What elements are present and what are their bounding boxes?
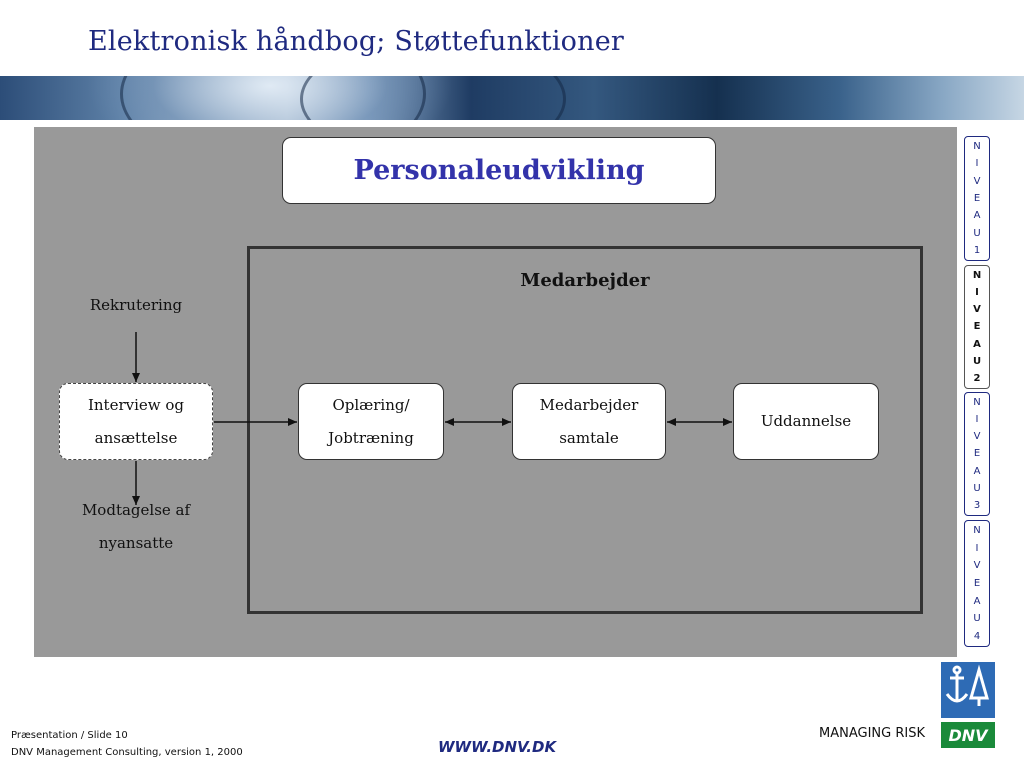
level-tab-letter: N (973, 141, 980, 152)
slide-info: Præsentation / Slide 10 (11, 730, 128, 741)
level-tab-letter: I (975, 287, 979, 298)
version-info: DNV Management Consulting, version 1, 20… (11, 747, 243, 758)
dnv-logo: DNV (941, 722, 995, 748)
website-link[interactable]: WWW.DNV.DK (438, 738, 556, 756)
level-tab-letter: A (974, 596, 981, 607)
level-tab-letter: 2 (974, 373, 981, 384)
level-tab-letter: U (973, 356, 981, 367)
level-tab-letter: N (973, 270, 981, 281)
level-tab-letter: A (974, 210, 981, 221)
level-tab-letter: I (976, 158, 979, 169)
level-tab-letter: I (976, 543, 979, 554)
level-tab-letter: N (973, 525, 980, 536)
managing-risk-tagline: MANAGING RISK (819, 726, 925, 741)
level-tab-letter: N (973, 397, 980, 408)
level-tab-letter: 1 (974, 245, 980, 256)
level-tab-letter: E (974, 193, 980, 204)
dnv-anchor-logo-icon (941, 662, 995, 718)
level-tab-letter: U (973, 613, 980, 624)
level-tab-letter: V (973, 304, 981, 315)
level-tab-letter: V (974, 431, 981, 442)
level-tab-letter: A (973, 339, 981, 350)
level-tab-letter: E (974, 448, 980, 459)
level-tab-letter: 4 (974, 631, 980, 642)
level-tab-letter: U (973, 483, 980, 494)
level-tab-letter: V (974, 560, 981, 571)
level-tab-letter: U (973, 228, 980, 239)
level-tab-letter: V (974, 176, 981, 187)
level-tab-letter: E (974, 321, 981, 332)
level-tab-letter: A (974, 466, 981, 477)
level-tab-letter: E (974, 578, 980, 589)
level-tab-letter: 3 (974, 500, 980, 511)
level-tab-letter: I (976, 414, 979, 425)
